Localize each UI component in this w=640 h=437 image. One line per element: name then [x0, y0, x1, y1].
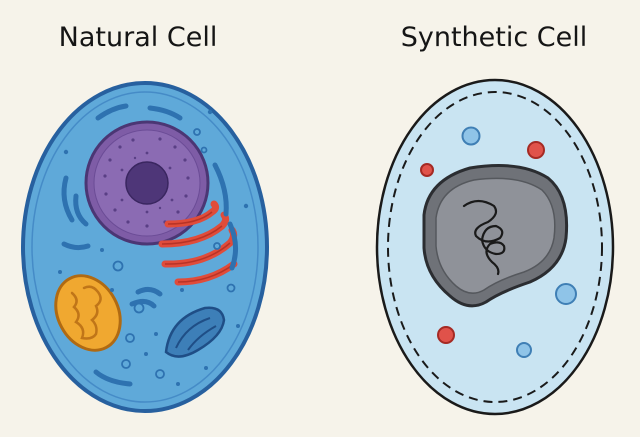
nucleus-pores	[103, 137, 190, 228]
membrane-strands	[61, 103, 238, 387]
synthetic-core	[422, 164, 569, 308]
dna-coil	[462, 199, 506, 276]
natural-vesicles	[112, 128, 236, 379]
synthetic-vesicles	[420, 126, 577, 358]
red-vesicle	[527, 141, 545, 159]
natural-cell-title: Natural Cell	[58, 22, 218, 53]
blue-vesicle	[516, 342, 532, 358]
natural-cell-inner-membrane	[31, 91, 259, 403]
blue-vesicle	[555, 283, 577, 305]
nucleolus	[125, 161, 169, 205]
synthetic-cell-title: Synthetic Cell	[400, 22, 588, 53]
red-vesicle	[437, 326, 455, 344]
golgi-apparatus	[164, 306, 226, 358]
nucleus	[84, 120, 210, 246]
blue-vesicle	[461, 126, 481, 146]
synthetic-cell-dashed-boundary	[387, 91, 603, 403]
natural-cell	[21, 81, 269, 413]
synthetic-cell	[375, 78, 615, 416]
mitochondrion	[54, 274, 122, 352]
natural-granules	[58, 109, 249, 386]
red-vesicle	[420, 163, 434, 177]
